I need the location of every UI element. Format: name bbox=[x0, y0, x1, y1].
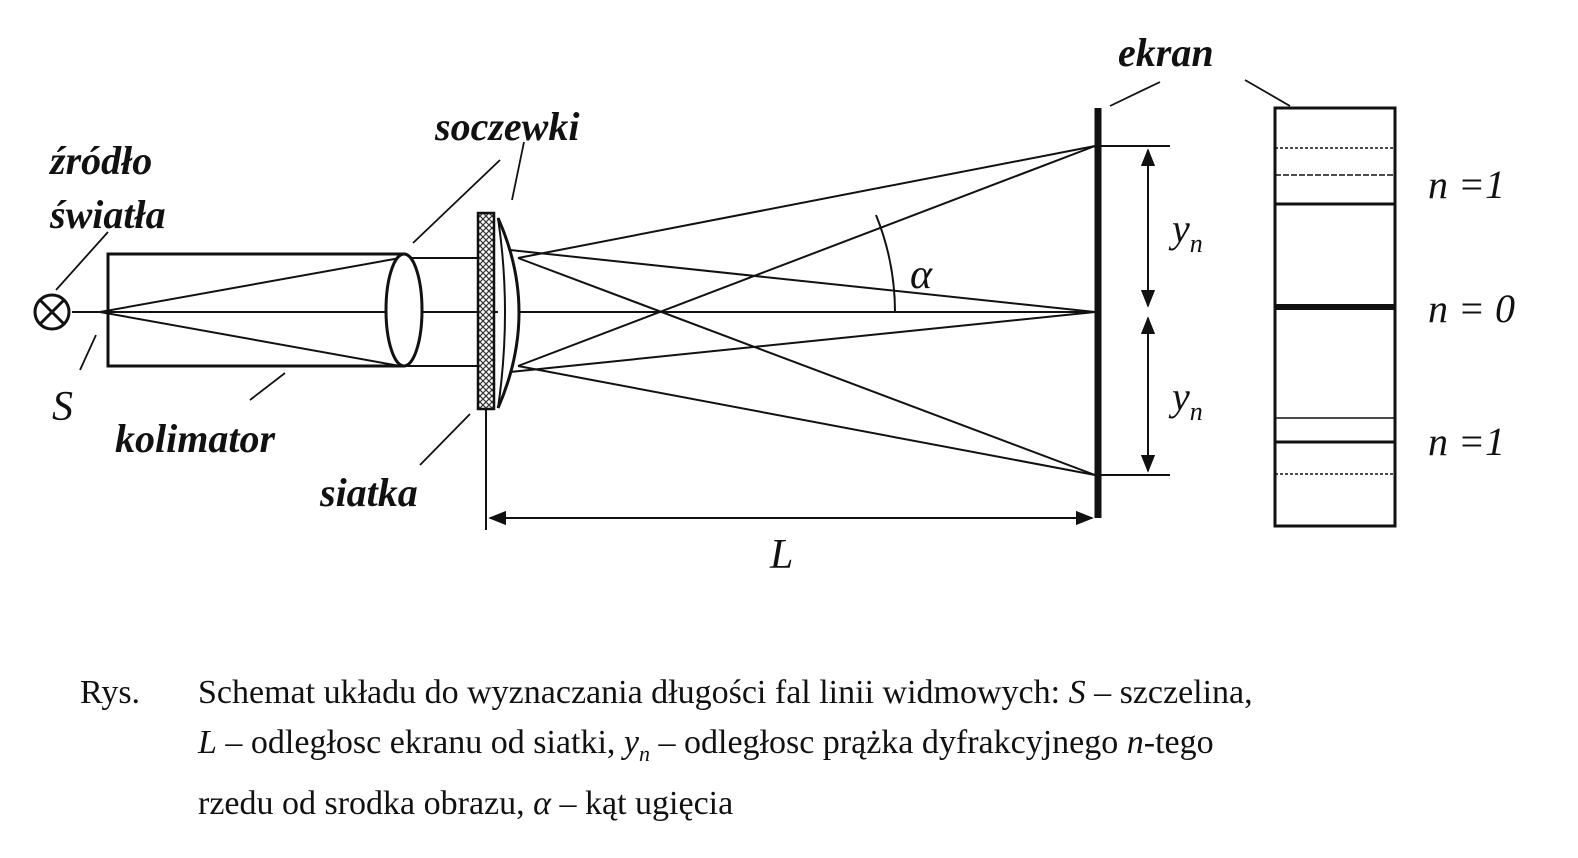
source-label-line2: światła bbox=[49, 192, 166, 237]
caption-line3-segment: – kąt ugięcia bbox=[551, 784, 734, 822]
caption-line2-segment: – odległosc ekranu od siatki, bbox=[216, 724, 624, 761]
slit-label: S bbox=[52, 384, 73, 430]
caption-body: Schemat układu do wyznaczania długości f… bbox=[198, 668, 1520, 829]
optical-setup-diagram: źródło światła S kolimator soczewki siat… bbox=[33, 30, 1515, 578]
yn-dimension-arrows bbox=[1100, 145, 1170, 476]
angle-label: α bbox=[910, 252, 933, 298]
yn-lower-label: yn bbox=[1168, 374, 1203, 426]
caption-line2-segment: n bbox=[1126, 724, 1144, 761]
collimator-tube bbox=[106, 252, 406, 368]
caption-line-1: Schemat układu do wyznaczania długości f… bbox=[198, 668, 1520, 718]
caption-line2-segment: y bbox=[623, 724, 639, 761]
figure-caption: Rys. Schemat układu do wyznaczania długo… bbox=[80, 668, 1520, 829]
distance-label: L bbox=[769, 532, 793, 578]
collimator-lens bbox=[384, 252, 424, 368]
spectral-lines bbox=[1275, 147, 1395, 475]
leader-lines bbox=[55, 79, 1291, 466]
light-source-icon bbox=[33, 293, 71, 331]
caption-line3-segment: rzedu od srodka obrazu, bbox=[198, 784, 534, 822]
screen-label: ekran bbox=[1118, 30, 1214, 75]
order-middle-label: n = 0 bbox=[1428, 286, 1515, 331]
caption-line1-segment: Schemat układu do wyznaczania długości f… bbox=[198, 674, 1069, 711]
l-dimension-arrow bbox=[485, 410, 1094, 530]
caption-line2-segment: – odległosc prążka dyfrakcyjnego bbox=[650, 724, 1127, 761]
caption-line1-segment: S bbox=[1068, 674, 1086, 711]
order-top-label: n =1 bbox=[1428, 162, 1505, 207]
caption-line1-segment: – szczelina, bbox=[1085, 674, 1253, 711]
diffracted-rays bbox=[509, 145, 1096, 476]
order-bottom-label: n =1 bbox=[1428, 419, 1505, 464]
angle-arc bbox=[875, 214, 896, 313]
diffraction-grating bbox=[476, 211, 496, 411]
caption-line2-segment: -tego bbox=[1143, 724, 1214, 761]
caption-line-2: L – odległosc ekranu od siatki, yn – odl… bbox=[198, 718, 1520, 779]
grating-label: siatka bbox=[319, 470, 418, 515]
spectrum-image-box bbox=[1273, 106, 1397, 528]
collimator-rays bbox=[99, 257, 482, 367]
collimator-label: kolimator bbox=[115, 416, 275, 461]
source-label-line1: źródło bbox=[48, 138, 152, 183]
yn-upper-label: yn bbox=[1168, 206, 1203, 258]
caption-line-3: rzedu od srodka obrazu, α – kąt ugięcia bbox=[198, 779, 1520, 829]
caption-line2-segment: L bbox=[198, 724, 217, 761]
lenses-label: soczewki bbox=[434, 104, 579, 149]
caption-line2-segment: n bbox=[639, 740, 650, 766]
caption-line3-segment: α bbox=[533, 784, 552, 822]
caption-label: Rys. bbox=[80, 674, 141, 711]
